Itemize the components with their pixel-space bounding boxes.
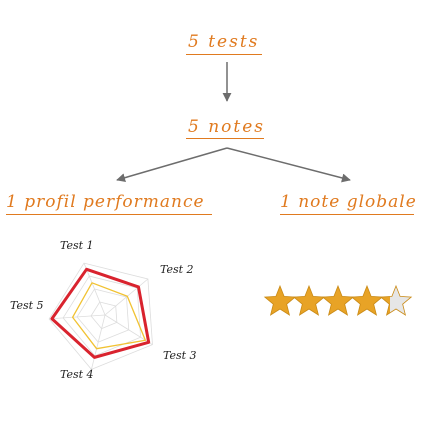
- radar-outer-series: [50, 267, 151, 359]
- radar-grid-ring: [90, 301, 118, 330]
- arrow-notes-to-profile: [116, 147, 228, 183]
- radar-label-test-5: Test 5: [10, 299, 44, 312]
- radar-label-test-3: Test 3: [163, 349, 197, 362]
- tests-label: 5 tests: [188, 32, 260, 52]
- radar-spoke: [104, 278, 149, 316]
- radar-inner-series: [71, 282, 147, 350]
- notes-underline: [186, 138, 264, 139]
- global-note-label: 1 note globale: [280, 192, 417, 212]
- star-icon: [263, 284, 297, 316]
- tests-underline: [186, 54, 262, 55]
- profile-label: 1 profil performance: [6, 192, 205, 212]
- radar-grid-ring: [76, 288, 130, 343]
- star-icon: [321, 284, 355, 316]
- radar-grid-ring: [48, 262, 153, 370]
- star-rating: [263, 284, 413, 316]
- radar-label-test-1: Test 1: [60, 239, 94, 252]
- radar-spoke: [49, 314, 106, 320]
- star-icon: [379, 284, 413, 316]
- radar-label-test-4: Test 4: [60, 368, 94, 381]
- star-icon: [350, 284, 384, 316]
- star-icon: [292, 284, 326, 316]
- radar-spoke: [91, 314, 106, 370]
- global-note-underline: [280, 214, 414, 215]
- radar-spoke: [83, 262, 106, 316]
- profile-underline: [6, 214, 212, 215]
- radar-label-test-2: Test 2: [160, 263, 194, 276]
- radar-grid-ring: [62, 275, 142, 357]
- notes-label: 5 notes: [188, 117, 266, 137]
- arrow-notes-to-global: [226, 147, 351, 183]
- radar-chart: [48, 262, 153, 370]
